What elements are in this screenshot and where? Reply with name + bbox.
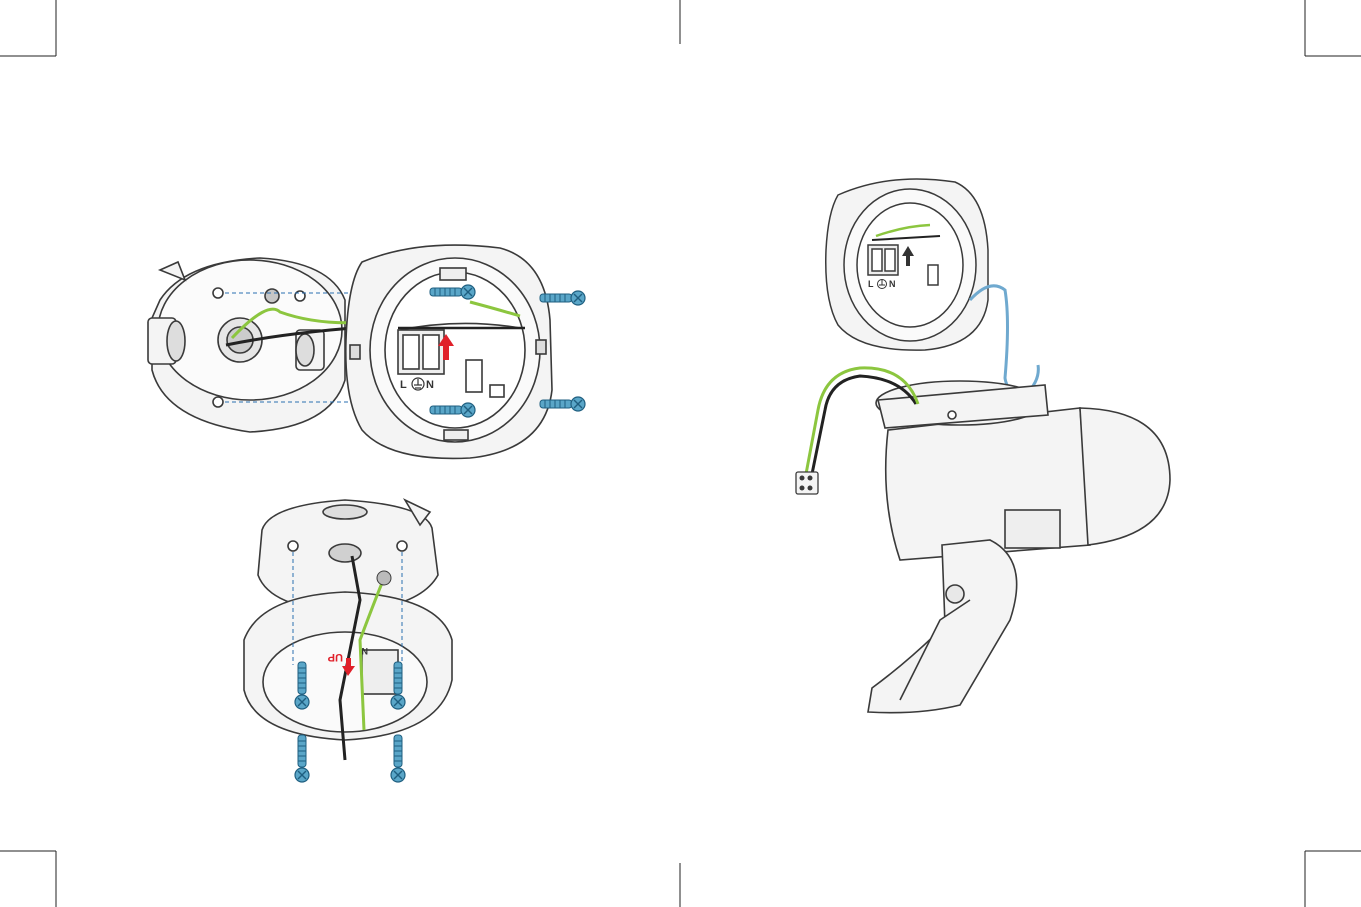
panel-c-fixture-wiring: L N [796, 179, 1170, 713]
panel-b-bottom-view: UP N [244, 500, 452, 782]
junction-box [148, 258, 345, 432]
terminal-neutral-label: N [426, 379, 434, 391]
terminal-live-label: L [400, 379, 407, 391]
panel-a-junction-box-exploded: L N [148, 245, 585, 458]
screw-icon [295, 735, 309, 782]
terminal-live-label: L [868, 279, 874, 289]
up-label: UP [328, 651, 343, 663]
connector-block-icon [796, 472, 818, 494]
terminal-neutral-label: N [889, 279, 896, 289]
terminal-neutral-label: N [362, 646, 369, 656]
screw-icon [391, 735, 405, 782]
light-fixture [868, 381, 1170, 713]
